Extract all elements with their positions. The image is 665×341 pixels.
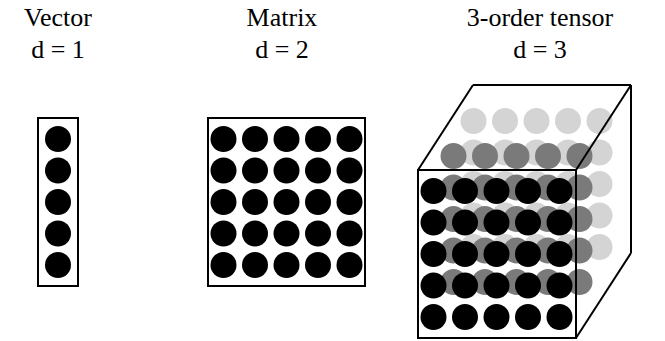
matrix-dot bbox=[337, 126, 363, 152]
matrix-dot bbox=[337, 158, 363, 184]
front-layer-dot bbox=[515, 210, 541, 236]
front-layer-dot bbox=[484, 178, 510, 204]
matrix-dot bbox=[274, 221, 300, 247]
front-layer-dot bbox=[421, 241, 447, 267]
front-layer-dot bbox=[515, 273, 541, 299]
cube-edge bbox=[576, 85, 631, 170]
figure-heading-group: 3-order tensord = 3 bbox=[463, 2, 618, 66]
front-layer-dot bbox=[452, 273, 478, 299]
figure-title: 3-order tensor bbox=[463, 2, 618, 34]
cube-edge bbox=[576, 253, 631, 338]
matrix-dot bbox=[242, 221, 268, 247]
front-layer-dot bbox=[452, 178, 478, 204]
front-layer-dot bbox=[421, 178, 447, 204]
matrix-dot bbox=[305, 252, 331, 278]
back-layer-dot bbox=[524, 108, 550, 134]
matrix-box bbox=[208, 118, 365, 286]
vector-dot bbox=[45, 158, 71, 184]
front-layer-dot bbox=[421, 273, 447, 299]
matrix-dot bbox=[242, 158, 268, 184]
matrix-dot bbox=[337, 189, 363, 215]
matrix-dot bbox=[305, 189, 331, 215]
cube-front-face bbox=[418, 170, 576, 338]
front-layer-dot bbox=[484, 210, 510, 236]
middle-layer-dot bbox=[504, 143, 530, 169]
front-layer-dot bbox=[452, 304, 478, 330]
figure-heading-group: Vectord = 1 bbox=[20, 2, 96, 66]
order-label: d = 3 bbox=[463, 34, 618, 66]
back-layer-dot bbox=[555, 108, 581, 134]
front-layer-dot bbox=[484, 273, 510, 299]
vector-dot bbox=[45, 126, 71, 152]
front-layer-dot bbox=[515, 178, 541, 204]
matrix-dot bbox=[211, 126, 237, 152]
front-layer-dot bbox=[452, 210, 478, 236]
back-layer-dot bbox=[492, 108, 518, 134]
matrix-dot bbox=[211, 189, 237, 215]
front-layer-dot bbox=[547, 210, 573, 236]
middle-layer-dot bbox=[441, 143, 467, 169]
matrix-figure bbox=[208, 118, 365, 286]
middle-layer-dot bbox=[472, 143, 498, 169]
vector-figure bbox=[38, 118, 78, 286]
front-layer-dot bbox=[547, 241, 573, 267]
matrix-dot bbox=[337, 252, 363, 278]
order-label: d = 1 bbox=[20, 34, 96, 66]
tensor-figure bbox=[418, 85, 631, 338]
matrix-dot bbox=[305, 221, 331, 247]
front-layer-dot bbox=[421, 210, 447, 236]
matrix-dot bbox=[211, 158, 237, 184]
back-layer-dot bbox=[461, 108, 487, 134]
cube-edge bbox=[418, 85, 473, 170]
figure-title: Matrix bbox=[243, 2, 322, 34]
front-layer-dot bbox=[547, 273, 573, 299]
matrix-dot bbox=[242, 252, 268, 278]
figure-title: Vector bbox=[20, 2, 96, 34]
vector-dot bbox=[45, 252, 71, 278]
matrix-dot bbox=[242, 189, 268, 215]
vector-dot bbox=[45, 189, 71, 215]
figure-heading-group: Matrixd = 2 bbox=[243, 2, 322, 66]
matrix-dot bbox=[337, 221, 363, 247]
matrix-dot bbox=[305, 126, 331, 152]
matrix-dot bbox=[274, 126, 300, 152]
cube-edge bbox=[473, 84, 631, 86]
cube-edge bbox=[630, 85, 632, 253]
front-layer-dot bbox=[452, 241, 478, 267]
middle-layer-dot bbox=[535, 143, 561, 169]
front-layer-dot bbox=[547, 178, 573, 204]
matrix-dot bbox=[305, 158, 331, 184]
order-label: d = 2 bbox=[243, 34, 322, 66]
matrix-dot bbox=[211, 252, 237, 278]
vector-box bbox=[38, 118, 78, 286]
matrix-dot bbox=[274, 189, 300, 215]
front-layer-dot bbox=[484, 304, 510, 330]
front-layer-dot bbox=[515, 241, 541, 267]
vector-dot bbox=[45, 221, 71, 247]
front-layer-dot bbox=[515, 304, 541, 330]
matrix-dot bbox=[211, 221, 237, 247]
front-layer-dot bbox=[547, 304, 573, 330]
front-layer-dot bbox=[484, 241, 510, 267]
matrix-dot bbox=[274, 252, 300, 278]
front-layer-dot bbox=[421, 304, 447, 330]
matrix-dot bbox=[242, 126, 268, 152]
matrix-dot bbox=[274, 158, 300, 184]
